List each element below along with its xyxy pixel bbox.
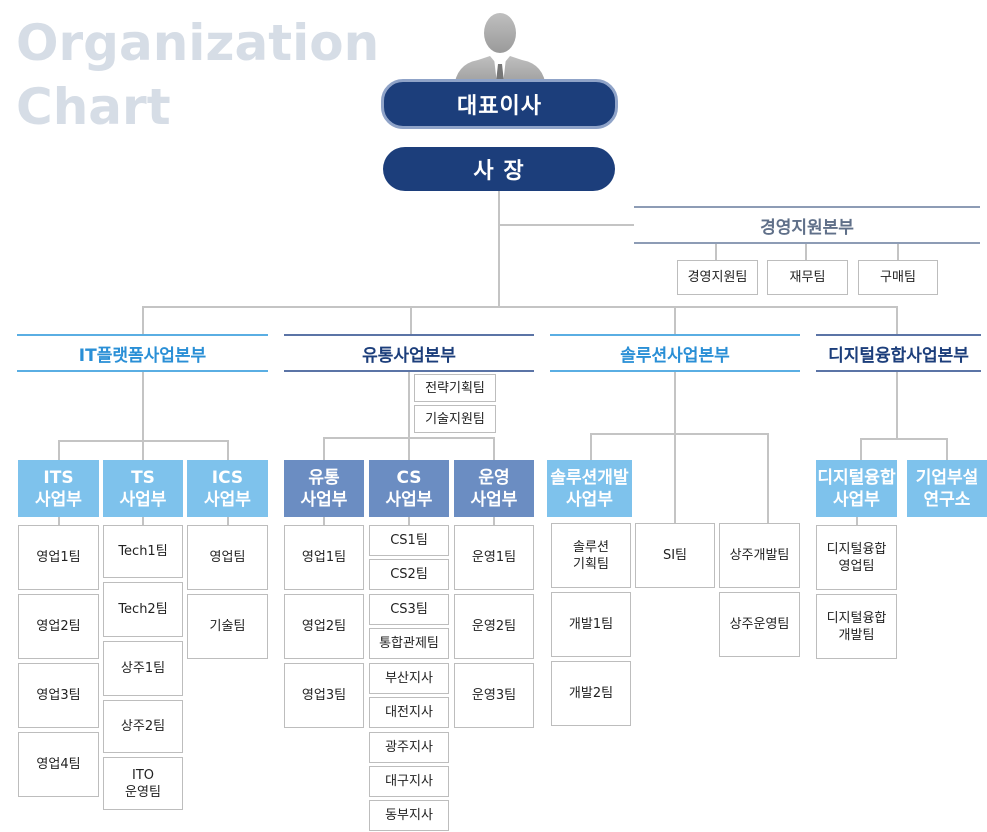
cs-team-2: CS2팀 [369,559,449,590]
digital-team-sales-label: 디지털융합 영업팀 [826,541,887,574]
dept-research-lab-name: 기업부설 연구소 [915,467,979,510]
sol-team-resident-ops: 상주운영팀 [719,592,800,657]
dept-ts: TS 사업부 [103,460,183,517]
cs-branch-daegu: 대구지사 [369,766,449,797]
ts-team-3: 상주1팀 [103,641,183,696]
support-team-finance: 재무팀 [767,260,848,295]
digital-division-head: 디지털융합사업본부 [816,334,981,372]
sol-team-si: SI팀 [635,523,715,588]
dept-digital-name: 디지털융합 사업부 [817,467,896,510]
sol-division-head: 솔루션사업본부 [550,334,800,372]
ops-team-2: 운영2팀 [454,594,534,659]
its-team-4: 영업4팀 [18,732,99,797]
chart-title-line2: Chart [16,78,171,136]
ts-team-1: Tech1팀 [103,525,183,578]
its-team-3: 영업3팀 [18,663,99,728]
ops-team-1: 운영1팀 [454,525,534,590]
dept-ops: 운영 사업부 [454,460,534,517]
sol-team-planning-label: 솔루션 기획팀 [573,539,609,572]
its-team-2: 영업2팀 [18,594,99,659]
dist-staff-techsupport: 기술지원팀 [414,405,496,433]
dept-dist-name: 유통 사업부 [300,467,348,510]
dept-sol-dev: 솔루션개발 사업부 [547,460,632,517]
dept-ops-name: 운영 사업부 [470,467,518,510]
ts-team-4: 상주2팀 [103,700,183,753]
sol-team-resident-dev: 상주개발팀 [719,523,800,588]
dist-team-1: 영업1팀 [284,525,364,590]
support-team-purchasing: 구매팀 [858,260,938,295]
ts-team-5-label: ITO 운영팀 [125,767,161,800]
dist-team-2: 영업2팀 [284,594,364,659]
dept-ts-name: TS 사업부 [119,467,167,510]
dept-its-name: ITS 사업부 [35,467,82,510]
dept-ics-name: ICS 사업부 [204,467,251,510]
sol-team-dev2: 개발2팀 [551,661,631,726]
dept-its: ITS 사업부 [18,460,99,517]
dept-ics: ICS 사업부 [187,460,268,517]
sol-team-planning: 솔루션 기획팀 [551,523,631,588]
ts-team-5: ITO 운영팀 [103,757,183,810]
digital-team-sales: 디지털융합 영업팀 [816,525,897,590]
cs-branch-daejeon: 대전지사 [369,697,449,728]
ops-team-3: 운영3팀 [454,663,534,728]
dist-division-head: 유통사업본부 [284,334,534,372]
cs-team-4: 통합관제팀 [369,628,449,659]
support-team-management: 경영지원팀 [677,260,758,295]
dept-cs-name: CS 사업부 [385,467,433,510]
ics-team-2: 기술팀 [187,594,268,659]
cs-branch-busan: 부산지사 [369,663,449,694]
sol-team-dev1: 개발1팀 [551,592,631,657]
its-team-1: 영업1팀 [18,525,99,590]
dept-cs: CS 사업부 [369,460,449,517]
cs-team-1: CS1팀 [369,525,449,556]
it-division-head: IT플랫폼사업본부 [17,334,268,372]
ics-team-1: 영업팀 [187,525,268,590]
support-division-head: 경영지원본부 [634,206,980,244]
digital-team-dev-label: 디지털융합 개발팀 [826,610,887,643]
dept-research-lab: 기업부설 연구소 [907,460,987,517]
dept-sol-dev-name: 솔루션개발 사업부 [550,467,629,510]
dist-staff-strategy: 전략기획팀 [414,374,496,402]
executive-person-icon [454,13,546,88]
dept-dist: 유통 사업부 [284,460,364,517]
ceo-box: 대표이사 [381,79,618,129]
cs-team-3: CS3팀 [369,594,449,625]
cs-branch-gwangju: 광주지사 [369,732,449,763]
digital-team-dev: 디지털융합 개발팀 [816,594,897,659]
ts-team-2: Tech2팀 [103,582,183,637]
dist-team-3: 영업3팀 [284,663,364,728]
cs-branch-dongbu: 동부지사 [369,800,449,831]
president-box: 사 장 [383,147,615,191]
dept-digital: 디지털융합 사업부 [816,460,897,517]
chart-title-line1: Organization [16,14,380,72]
